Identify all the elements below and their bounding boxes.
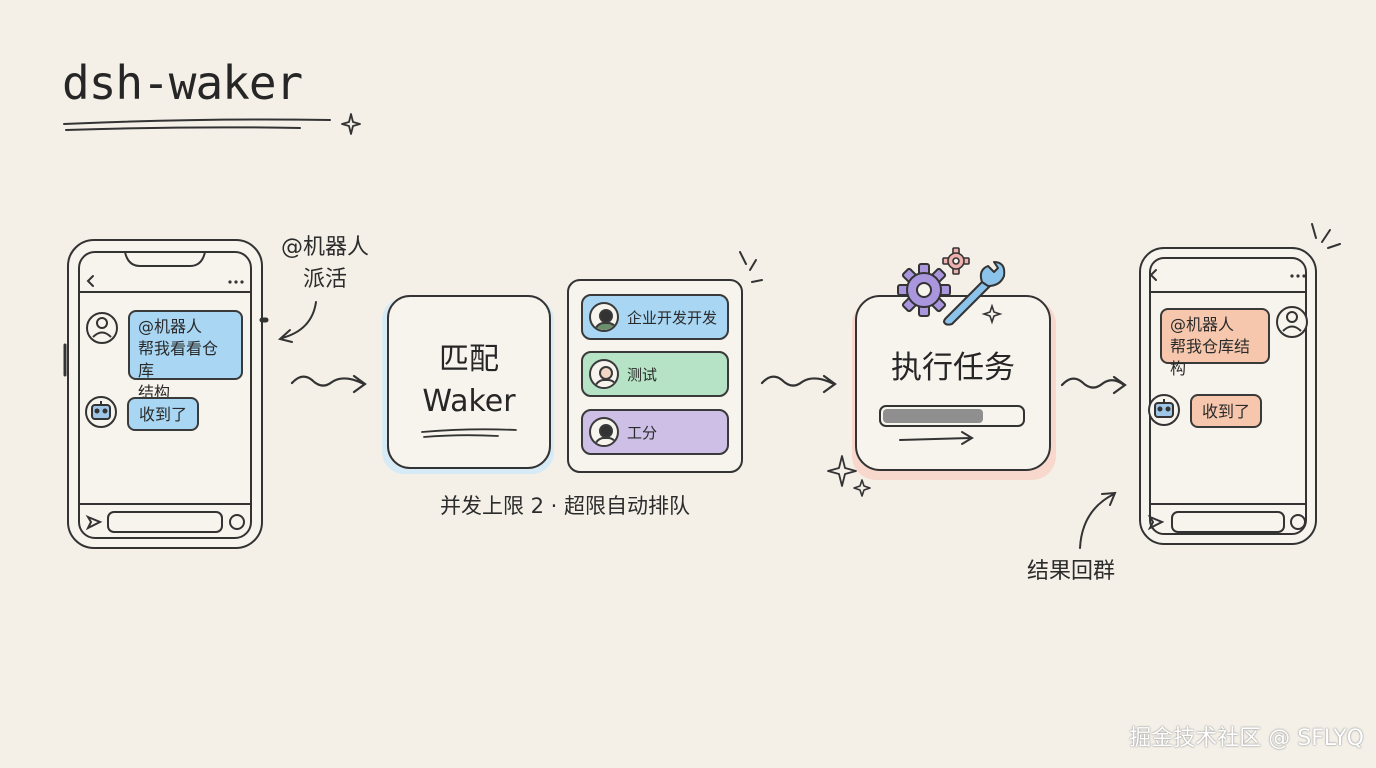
gear-sparkle-icon xyxy=(981,303,1003,325)
waker-panel-sparkle-icon xyxy=(739,251,763,283)
waker-avatar-icon xyxy=(589,359,619,389)
execute-sparkle-big-icon xyxy=(827,455,857,487)
watermark: 掘金技术社区 @ SFLYQ xyxy=(1129,726,1364,751)
execute-sparkle-small-icon xyxy=(853,479,871,497)
waker-avatar-icon xyxy=(589,417,619,447)
left-user-avatar-icon xyxy=(86,312,118,344)
match-box-subtitle: Waker xyxy=(422,384,516,419)
mention-note: @机器人 派活 xyxy=(270,232,380,296)
mention-arrow-icon xyxy=(277,301,317,343)
match-box-underline xyxy=(421,428,517,438)
mention-note-line-1: @机器人 xyxy=(280,235,369,260)
waker-avatar-icon xyxy=(589,302,619,332)
right-bot-reply-bubble: 收到了 xyxy=(1190,394,1262,428)
waker-item-test[interactable]: 测试 xyxy=(581,351,729,397)
right-phone-sparkle-icon xyxy=(1311,223,1341,249)
left-phone-menu-icon xyxy=(228,280,244,284)
left-bot-reply-bubble: 收到了 xyxy=(127,397,199,431)
right-bot-avatar-icon xyxy=(1148,394,1180,426)
arrow-2-icon xyxy=(760,374,837,394)
arrow-3-icon xyxy=(1060,375,1127,395)
left-user-message-line: @机器人 xyxy=(138,317,203,336)
right-user-message-bubble: @机器人 帮我仓库结构 xyxy=(1160,308,1270,378)
gear-icon xyxy=(897,263,951,317)
flow-arrows xyxy=(290,374,1127,395)
waker-item-work[interactable]: 工分 xyxy=(581,409,729,455)
result-arrow-icon xyxy=(1079,491,1117,549)
right-user-avatar-icon xyxy=(1276,306,1308,338)
title-sparkle-icon xyxy=(341,113,361,135)
result-note: 结果回群 xyxy=(1026,559,1115,584)
waker-item-label: 测试 xyxy=(627,365,658,384)
match-box-title: 匹配 xyxy=(439,342,499,377)
match-box xyxy=(387,295,551,469)
waker-item-label: 企业开发开发 xyxy=(627,308,718,327)
progress-arrow-icon xyxy=(899,431,974,445)
execute-box-title: 执行任务 xyxy=(891,350,1015,386)
left-user-message-line: 帮我看看仓库 xyxy=(138,339,219,380)
left-bot-avatar-icon xyxy=(85,396,117,428)
right-phone-menu-icon xyxy=(1290,274,1306,278)
wrench-icon xyxy=(943,261,1006,326)
waker-item-label: 工分 xyxy=(627,423,658,442)
small-gear-icon xyxy=(942,247,970,275)
title-underline xyxy=(63,118,331,131)
left-user-message-bubble: @机器人 帮我看看仓库 结构 xyxy=(128,310,243,402)
progress-fill xyxy=(883,409,983,423)
right-user-message-line: @机器人 xyxy=(1170,315,1235,334)
mention-note-line-2: 派活 xyxy=(302,267,347,292)
page-title: dsh-waker xyxy=(62,56,303,110)
right-user-message-line: 帮我仓库结构 xyxy=(1170,337,1251,378)
concurrency-note: 并发上限 2 · 超限自动排队 xyxy=(439,494,691,518)
arrow-1-icon xyxy=(290,374,367,394)
waker-item-enterprise-dev[interactable]: 企业开发开发 xyxy=(581,294,729,340)
